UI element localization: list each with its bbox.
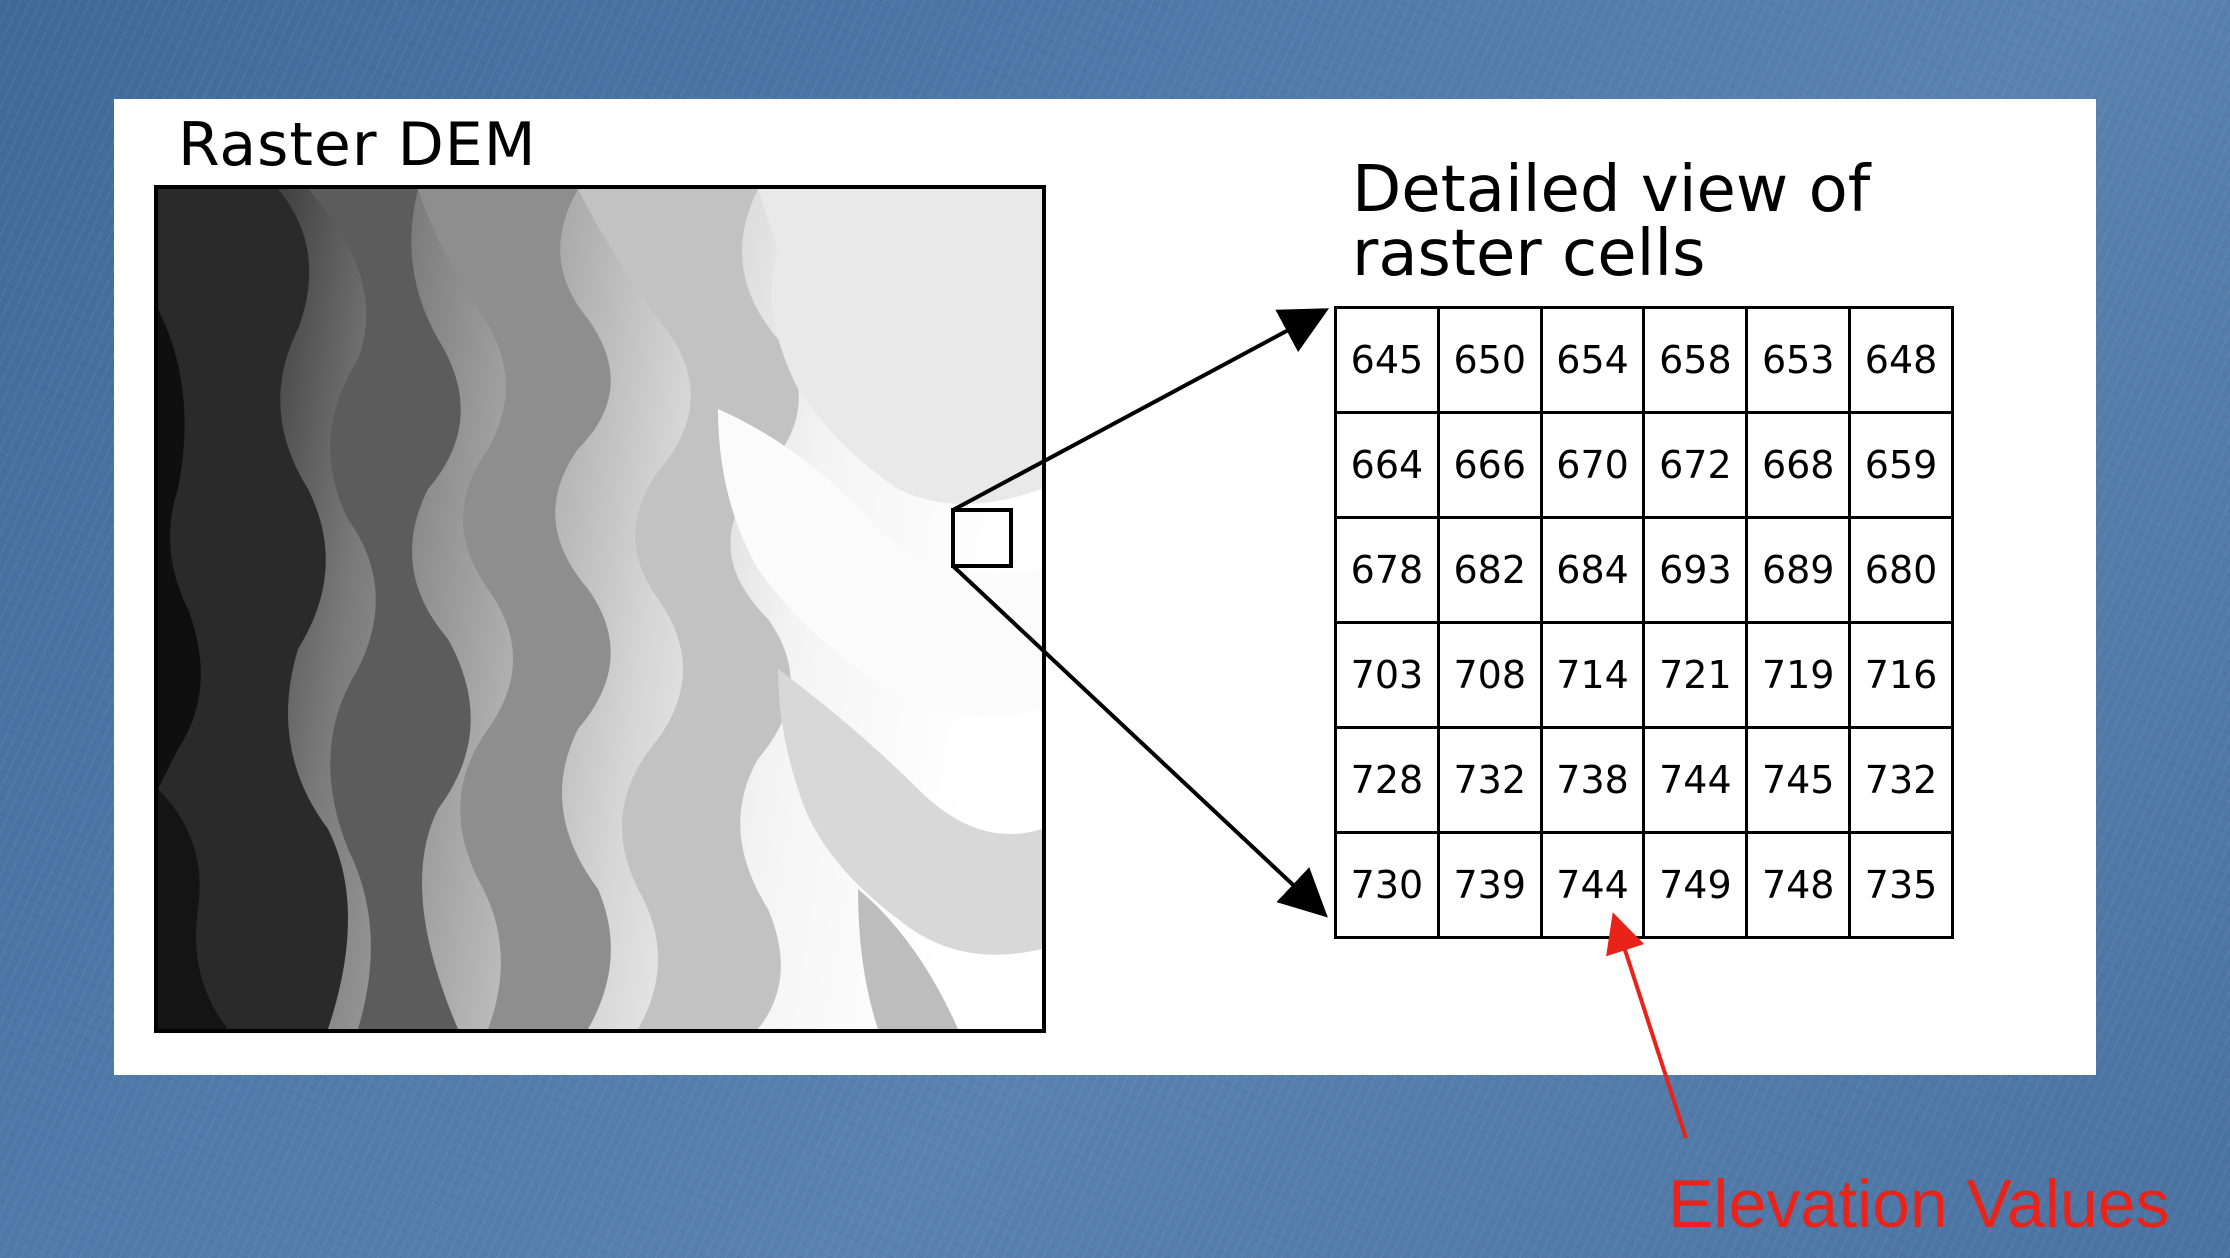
grid-cell: 735 xyxy=(1848,831,1954,939)
grid-cell: 744 xyxy=(1539,831,1646,939)
grid-cell: 744 xyxy=(1642,726,1749,834)
grid-cell: 728 xyxy=(1334,726,1440,834)
grid-cell: 748 xyxy=(1745,831,1852,939)
grid-cell: 645 xyxy=(1334,306,1440,414)
grid-cell: 664 xyxy=(1334,411,1440,519)
elevation-values-callout: Elevation Values xyxy=(1668,1166,2170,1242)
grid-row: 703 708 714 721 719 716 xyxy=(1334,621,1954,729)
grid-cell: 739 xyxy=(1436,831,1543,939)
zoom-box xyxy=(951,508,1013,568)
grid-cell: 745 xyxy=(1745,726,1852,834)
grid-row: 730 739 744 749 748 735 xyxy=(1334,831,1954,939)
dem-title: Raster DEM xyxy=(178,110,537,180)
grid-cell: 672 xyxy=(1642,411,1749,519)
raster-dem-image xyxy=(154,185,1046,1033)
zoom-arrow-bottom xyxy=(951,564,1328,918)
grid-cell: 659 xyxy=(1848,411,1954,519)
grid-cell: 658 xyxy=(1642,306,1749,414)
elevation-grid: 645 650 654 658 653 648 664 666 670 672 … xyxy=(1334,306,1954,939)
grid-cell: 732 xyxy=(1848,726,1954,834)
grid-cell: 719 xyxy=(1745,621,1852,729)
grid-row: 728 732 738 744 745 732 xyxy=(1334,726,1954,834)
grid-cell: 708 xyxy=(1436,621,1543,729)
grid-cell: 730 xyxy=(1334,831,1440,939)
grid-cell: 682 xyxy=(1436,516,1543,624)
grid-cell: 680 xyxy=(1848,516,1954,624)
grid-cell: 693 xyxy=(1642,516,1749,624)
grid-cell: 721 xyxy=(1642,621,1749,729)
grid-row: 664 666 670 672 668 659 xyxy=(1334,411,1954,519)
grid-cell: 654 xyxy=(1539,306,1646,414)
grid-cell: 732 xyxy=(1436,726,1543,834)
grid-cell: 648 xyxy=(1848,306,1954,414)
grid-cell: 749 xyxy=(1642,831,1749,939)
cells-title-line1: Detailed view of xyxy=(1352,153,1871,227)
grid-cell: 689 xyxy=(1745,516,1852,624)
grid-cell: 668 xyxy=(1745,411,1852,519)
callout-arrow xyxy=(1606,912,1688,1139)
grid-cell: 650 xyxy=(1436,306,1543,414)
grid-cell: 684 xyxy=(1539,516,1646,624)
grid-cell: 670 xyxy=(1539,411,1646,519)
grid-cell: 678 xyxy=(1334,516,1440,624)
cells-title: Detailed view of raster cells xyxy=(1352,158,2072,286)
cells-title-line2: raster cells xyxy=(1352,217,1706,291)
grid-cell: 666 xyxy=(1436,411,1543,519)
grid-cell: 738 xyxy=(1539,726,1646,834)
grid-cell: 653 xyxy=(1745,306,1852,414)
grid-cell: 716 xyxy=(1848,621,1954,729)
zoom-arrow-top xyxy=(952,308,1330,512)
grid-cell: 703 xyxy=(1334,621,1440,729)
grid-row: 678 682 684 693 689 680 xyxy=(1334,516,1954,624)
grid-row: 645 650 654 658 653 648 xyxy=(1334,306,1954,414)
grid-cell: 714 xyxy=(1539,621,1646,729)
dem-shaded-relief xyxy=(158,189,1042,1029)
